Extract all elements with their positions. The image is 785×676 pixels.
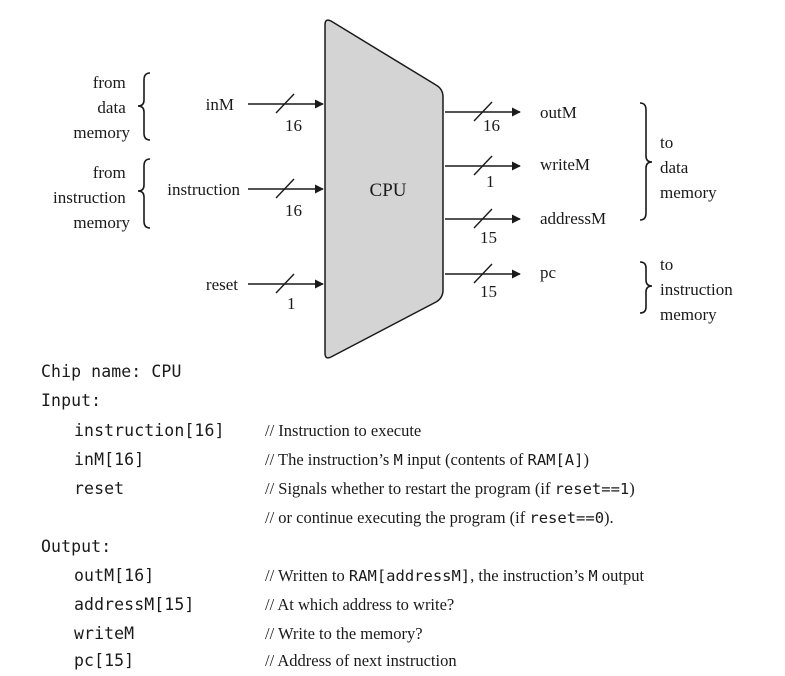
instruction-label: instruction — [167, 180, 240, 199]
spec-output-comment: // Written to RAM[addressM], the instruc… — [265, 566, 644, 586]
comment-text: // Signals whether to restart the progra… — [265, 479, 555, 498]
output-writeM: 1 writeM — [445, 155, 590, 191]
from-instruction-memory-label: from instruction memory — [53, 163, 130, 232]
from-data-memory-label: from data memory — [73, 73, 130, 142]
input-reset: reset 1 — [206, 273, 324, 313]
writeM-label: writeM — [540, 155, 590, 174]
pc-width: 15 — [480, 282, 497, 301]
addressM-width: 15 — [480, 228, 497, 247]
cpu-block — [324, 19, 444, 359]
spec-input-name: inM[16] — [74, 450, 145, 469]
writeM-width: 1 — [486, 172, 495, 191]
brace-from-data-memory — [137, 72, 151, 141]
comment-text: // The instruction’s — [265, 450, 394, 469]
spec-output-comment: // Write to the memory? — [265, 624, 423, 644]
spec-output-comment: // Address of next instruction — [265, 651, 457, 671]
spec-output-comment: // At which address to write? — [265, 595, 454, 615]
to-data-memory-label: to data memory — [660, 133, 717, 202]
comment-text: output — [597, 566, 645, 585]
comment-text: ) — [629, 479, 635, 498]
code-fragment: reset==1 — [554, 480, 630, 498]
output-header: Output: — [41, 537, 112, 556]
code-fragment: M — [393, 451, 403, 469]
outM-width: 16 — [483, 116, 500, 135]
spec-input-name: reset — [74, 479, 125, 498]
spec-input-comment: // Instruction to execute — [265, 421, 421, 441]
input-instruction: instruction 16 — [167, 178, 324, 220]
comment-text: ) — [583, 450, 589, 469]
reset-label: reset — [206, 275, 238, 294]
comment-text: // Address of next instruction — [265, 651, 457, 670]
brace-to-instruction-memory — [639, 261, 653, 314]
comment-text: // or continue executing the program (if — [265, 508, 530, 527]
code-fragment: RAM[addressM] — [348, 567, 471, 585]
inM-width: 16 — [285, 116, 302, 135]
comment-text: , the instruction’s — [470, 566, 589, 585]
outM-label: outM — [540, 103, 577, 122]
inM-label: inM — [206, 95, 234, 114]
spec-input-comment: // Signals whether to restart the progra… — [265, 479, 635, 499]
code-fragment: M — [588, 567, 598, 585]
pc-label: pc — [540, 263, 557, 282]
code-fragment: RAM[A] — [527, 451, 584, 469]
comment-text: // Write to the memory? — [265, 624, 423, 643]
comment-text: // At which address to write? — [265, 595, 455, 614]
spec-output-name: outM[16] — [74, 566, 155, 585]
input-header: Input: — [41, 391, 102, 410]
cpu-block-diagram: CPU from data memory from instruction me… — [53, 19, 737, 359]
spec-input-name: instruction[16] — [74, 421, 225, 440]
spec-input-comment: // or continue executing the program (if… — [265, 508, 614, 528]
spec-output-name: writeM — [74, 624, 135, 643]
chip-name: Chip name: CPU — [41, 362, 182, 381]
to-instruction-memory-label: to instruction memory — [660, 255, 737, 324]
instruction-width: 16 — [285, 201, 302, 220]
cpu-label: CPU — [370, 180, 407, 201]
comment-text: // Instruction to execute — [265, 421, 422, 440]
output-pc: 15 pc — [445, 263, 557, 301]
comment-text: ). — [604, 508, 614, 527]
comment-text: input (contents of — [402, 450, 528, 469]
addressM-label: addressM — [540, 209, 606, 228]
spec-input-comment: // The instruction’s M input (contents o… — [265, 450, 589, 470]
output-addressM: 15 addressM — [445, 208, 606, 247]
code-fragment: reset==0 — [529, 509, 605, 527]
comment-text: // Written to — [265, 566, 349, 585]
reset-width: 1 — [287, 294, 296, 313]
output-outM: 16 outM — [445, 101, 577, 135]
spec-output-name: pc[15] — [74, 651, 135, 670]
spec-output-name: addressM[15] — [74, 595, 195, 614]
input-inM: inM 16 — [206, 93, 324, 135]
brace-to-data-memory — [639, 102, 653, 221]
brace-from-instruction-memory — [137, 158, 151, 229]
